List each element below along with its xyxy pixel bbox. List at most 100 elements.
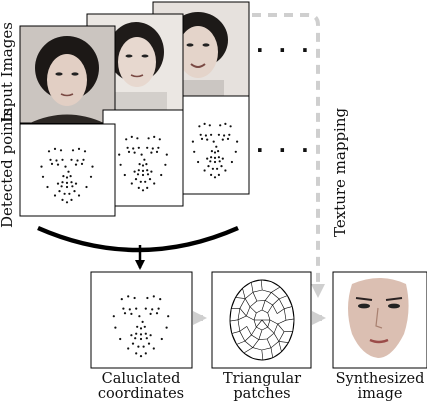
landmark-dot	[206, 157, 209, 160]
landmark-dot	[71, 185, 74, 188]
landmark-dot	[77, 147, 81, 150]
mesh-edge	[252, 292, 258, 302]
mesh-edge	[278, 295, 288, 300]
landmark-dot	[153, 182, 156, 185]
landmark-dot	[210, 156, 213, 159]
landmark-dot	[58, 190, 61, 193]
landmark-dot	[138, 163, 141, 166]
landmark-dot	[160, 173, 163, 177]
landmark-dot	[146, 146, 149, 149]
mesh-edge	[261, 347, 272, 351]
mesh-edge	[278, 331, 285, 342]
coordinate-dot	[134, 337, 137, 340]
landmark-dot	[150, 151, 153, 154]
landmark-dot	[134, 178, 138, 181]
mesh-edge	[271, 286, 281, 293]
landmark-dot	[53, 147, 57, 150]
mesh-edge	[262, 357, 273, 361]
landmark-dot	[217, 173, 220, 176]
landmark-dot	[71, 149, 75, 152]
mesh-edge	[256, 300, 266, 302]
mesh-edge	[267, 319, 271, 328]
mesh-edge	[231, 333, 237, 345]
mesh-edge	[256, 309, 263, 314]
coordinate-dot	[120, 298, 123, 301]
mesh-edge	[251, 334, 259, 340]
landmark-dot	[126, 146, 129, 149]
landmark-dot	[213, 151, 217, 154]
landmark-dot	[77, 194, 81, 197]
landmark-dot	[209, 160, 212, 163]
landmark-dot	[217, 133, 220, 136]
landmark-dot	[140, 153, 143, 156]
coordinate-dot	[137, 345, 140, 348]
mesh-edge	[253, 312, 257, 321]
landmark-dot	[146, 186, 149, 189]
landmark-dot	[61, 198, 64, 201]
mesh-edge	[261, 279, 272, 282]
landmark-dot	[47, 150, 51, 153]
landmark-dot	[85, 185, 88, 189]
landmark-dot	[193, 150, 196, 153]
landmark-dot	[210, 150, 213, 153]
landmark-dot	[65, 176, 69, 179]
mesh-edge	[272, 298, 280, 306]
coordinate-dot	[144, 332, 147, 335]
landmark-dot	[61, 158, 64, 161]
landmark-dot	[70, 158, 73, 161]
landmark-dot	[147, 137, 150, 140]
landmark-dot	[210, 173, 213, 176]
caption-synthesized-line2: image	[358, 386, 403, 401]
landmark-dot	[50, 162, 54, 165]
mesh-edge	[266, 338, 272, 348]
coordinate-dot	[149, 312, 152, 315]
mesh-edge	[249, 300, 258, 308]
mesh-edge	[281, 342, 289, 352]
landmark-dot	[236, 140, 239, 143]
mesh-edge	[243, 352, 254, 359]
landmark-dot	[83, 150, 87, 153]
coordinate-dot	[157, 307, 160, 310]
landmark-dot	[203, 169, 206, 172]
landmark-dot	[223, 134, 226, 137]
mesh-edge	[272, 351, 282, 358]
mesh-edge	[244, 334, 252, 342]
mesh-edge	[244, 298, 251, 307]
mesh-edge	[283, 308, 287, 321]
caption-triangular-line2: patches	[233, 386, 290, 401]
mesh-edge	[278, 341, 282, 352]
landmark-dot	[146, 169, 149, 172]
coordinate-dot	[136, 325, 139, 328]
mesh-edge	[292, 318, 295, 332]
mesh-edge	[288, 331, 293, 343]
mesh-edge	[231, 297, 236, 309]
mesh-edge	[236, 344, 245, 354]
landmark-dot	[164, 163, 167, 166]
mesh-edge	[239, 308, 247, 317]
landmark-dot	[125, 138, 128, 141]
coordinate-dot	[131, 342, 135, 345]
landmark-dot	[137, 146, 140, 149]
mesh-edge	[256, 326, 263, 331]
mesh-edge	[249, 306, 257, 314]
mesh-edge	[270, 341, 279, 349]
landmark-dot	[150, 170, 153, 173]
mesh-edge	[258, 338, 268, 340]
landmark-dot	[213, 156, 217, 159]
mesh-edge	[260, 279, 263, 291]
mesh-edge	[261, 309, 268, 314]
mesh-edge	[264, 292, 272, 301]
mesh-edge	[239, 326, 247, 332]
coordinate-dot	[144, 352, 147, 355]
caption-triangular-line1: Triangular	[223, 371, 301, 387]
mesh-edge	[269, 319, 278, 325]
coordinate-dot	[144, 307, 147, 310]
coordinate-dot	[135, 332, 138, 335]
mesh-edge	[262, 289, 272, 293]
calculated-coordinates-panel	[90, 271, 193, 369]
landmark-dot	[217, 156, 220, 159]
landmark-dot	[148, 178, 152, 181]
landmark-dot	[80, 162, 84, 165]
landmark-dot	[207, 165, 210, 168]
